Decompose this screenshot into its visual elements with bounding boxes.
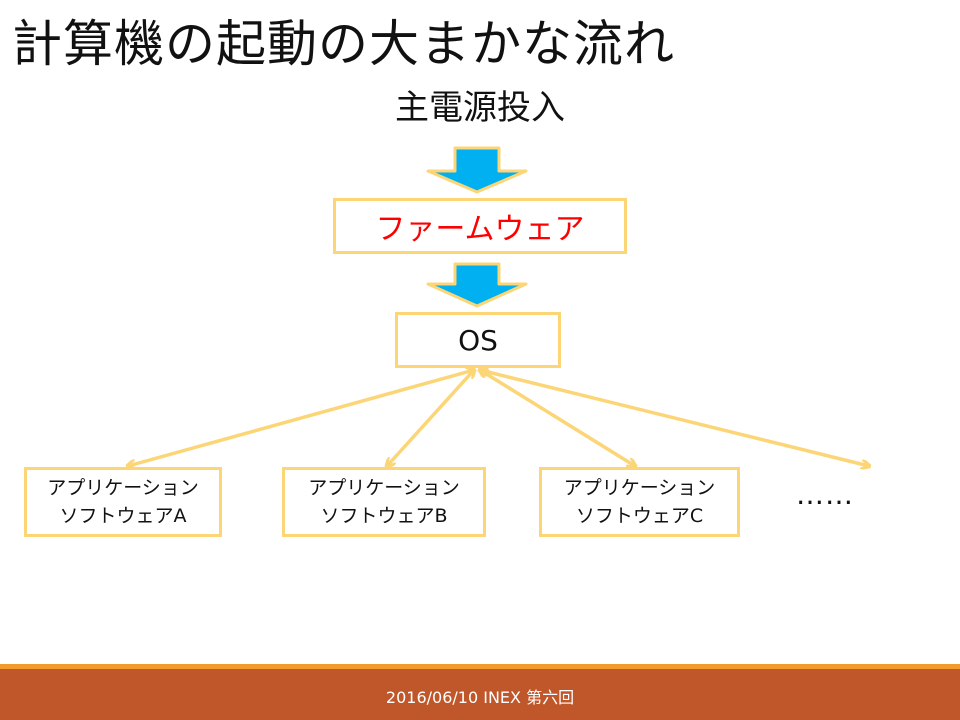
power-on-label: 主電源投入	[395, 88, 565, 128]
app-c-node: アプリケーション ソフトウェアC	[539, 467, 740, 537]
app-c-line1: アプリケーション	[563, 477, 716, 499]
connector-os-more	[480, 370, 869, 466]
app-b-line1: アプリケーション	[308, 477, 460, 499]
footer-accent-line	[0, 664, 960, 669]
firmware-node: ファームウェア	[333, 198, 627, 254]
down-arrow-to-os	[426, 262, 528, 308]
app-c-line2: ソフトウェアC	[575, 505, 704, 527]
app-b-node: アプリケーション ソフトウェアB	[282, 467, 486, 537]
connector-os-app-c	[480, 370, 635, 466]
app-a-node: アプリケーション ソフトウェアA	[24, 467, 222, 537]
connector-os-app-b	[387, 370, 474, 466]
slide-title: 計算機の起動の大まかな流れ	[12, 15, 675, 73]
app-a-line2: ソフトウェアA	[59, 505, 187, 527]
connector-os-app-a	[128, 370, 474, 466]
down-arrow-to-firmware	[426, 146, 528, 194]
footer-text: 2016/06/10 INEX 第六回	[385, 688, 575, 707]
app-b-line2: ソフトウェアB	[320, 505, 448, 527]
ellipsis-more: ……	[796, 478, 854, 511]
footer-band	[0, 669, 960, 720]
app-a-line1: アプリケーション	[47, 477, 199, 499]
os-node: OS	[395, 312, 561, 368]
